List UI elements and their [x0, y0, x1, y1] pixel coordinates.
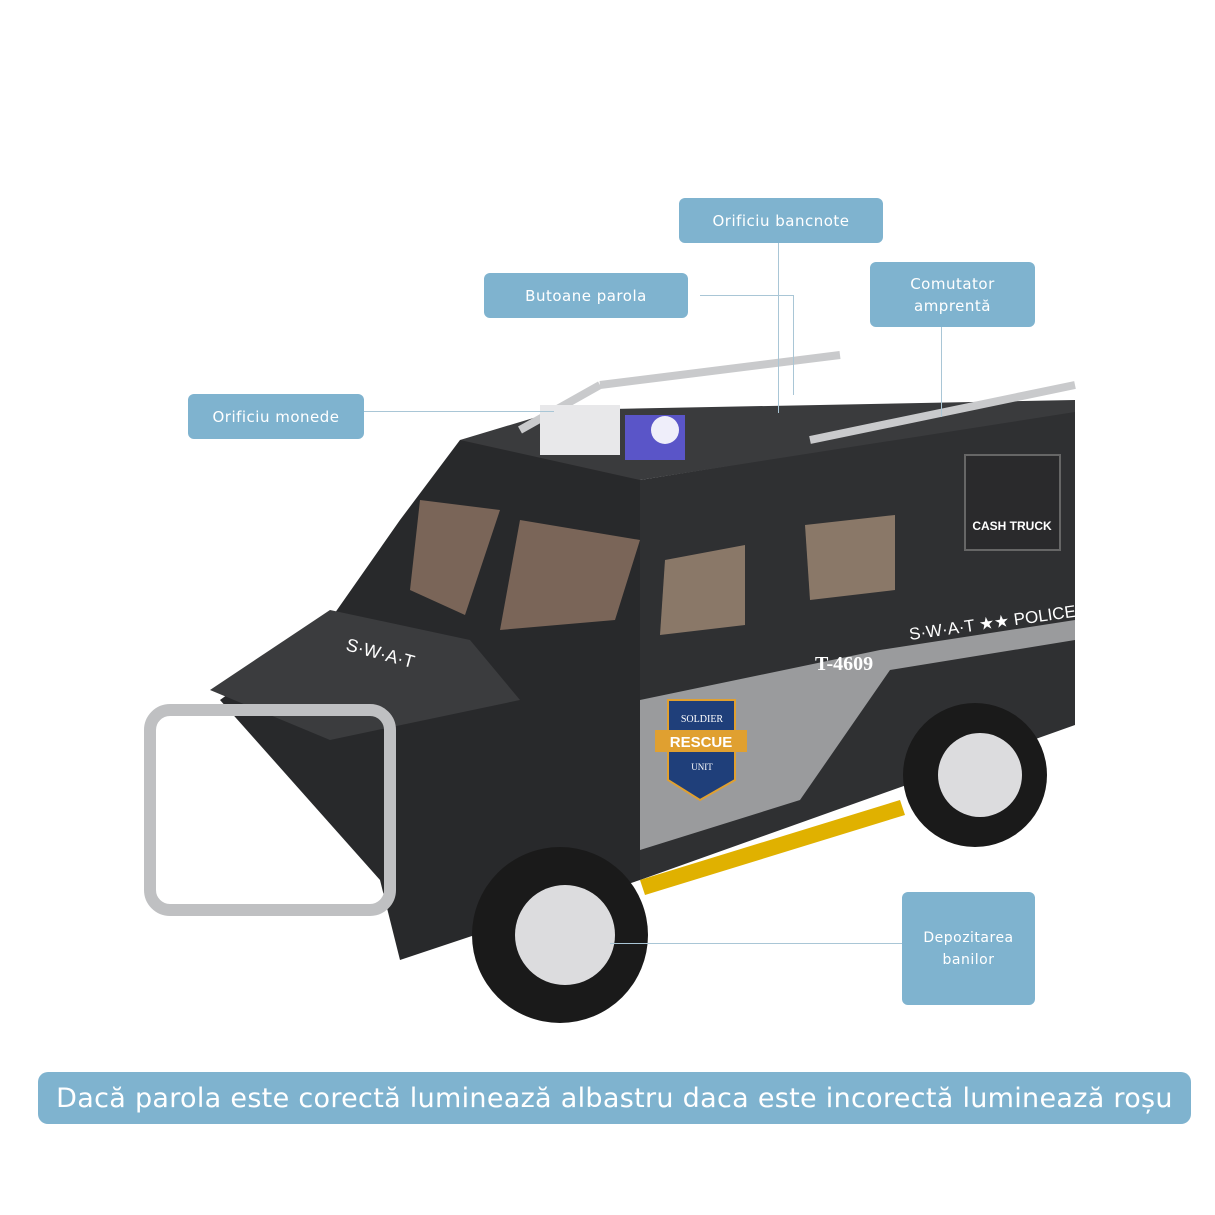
- callout-money-storage: Depozitarea banilor: [902, 892, 1035, 1005]
- side-stripe: [640, 620, 1075, 850]
- warning-light-white: [540, 405, 620, 455]
- callout-coin-slot: Orificiu monede: [188, 394, 364, 439]
- windshield-right: [500, 520, 640, 630]
- leader-line-fingerprint: [941, 327, 942, 417]
- front-rim: [515, 885, 615, 985]
- callout-label-line1: Comutator: [910, 274, 995, 293]
- callout-label: Orificiu bancnote: [712, 211, 850, 230]
- badge-rescue: RESCUE: [670, 734, 733, 751]
- callout-fingerprint-switch: Comutator amprentă: [870, 262, 1035, 327]
- cash-truck-decal: CASH TRUCK: [972, 519, 1052, 533]
- windshield-left: [410, 500, 500, 615]
- cash-truck-panel: [964, 454, 1061, 551]
- side-window-rear: [805, 515, 895, 600]
- leader-line-banknote: [778, 243, 779, 413]
- callout-label-line2: banilor: [942, 951, 995, 968]
- leader-line-storage: [610, 943, 902, 944]
- callout-password-buttons: Butoane parola: [484, 273, 688, 318]
- light-glow: [651, 416, 679, 444]
- leader-line-password-v: [793, 295, 794, 395]
- hazard-stripe: [640, 800, 905, 895]
- side-window-front: [660, 545, 745, 635]
- callout-label-line2: amprentă: [914, 296, 991, 315]
- badge-rescue-bar: [655, 730, 747, 752]
- rear-rim: [938, 733, 1022, 817]
- badge-soldier: SOLDIER: [681, 714, 724, 725]
- badge-unit: UNIT: [691, 762, 713, 772]
- callout-label: Butoane parola: [525, 286, 647, 305]
- callout-banknote-slot: Orificiu bancnote: [679, 198, 883, 243]
- plate-decal: T-4609: [815, 653, 873, 675]
- front-bull-bar: [144, 704, 396, 916]
- leader-line-coin: [364, 411, 554, 412]
- info-banner: Dacă parola este corectă luminează albas…: [38, 1072, 1191, 1124]
- callout-label: Orificiu monede: [212, 407, 340, 426]
- leader-line-password-h: [700, 295, 793, 296]
- callout-label-line1: Depozitarea: [923, 929, 1014, 946]
